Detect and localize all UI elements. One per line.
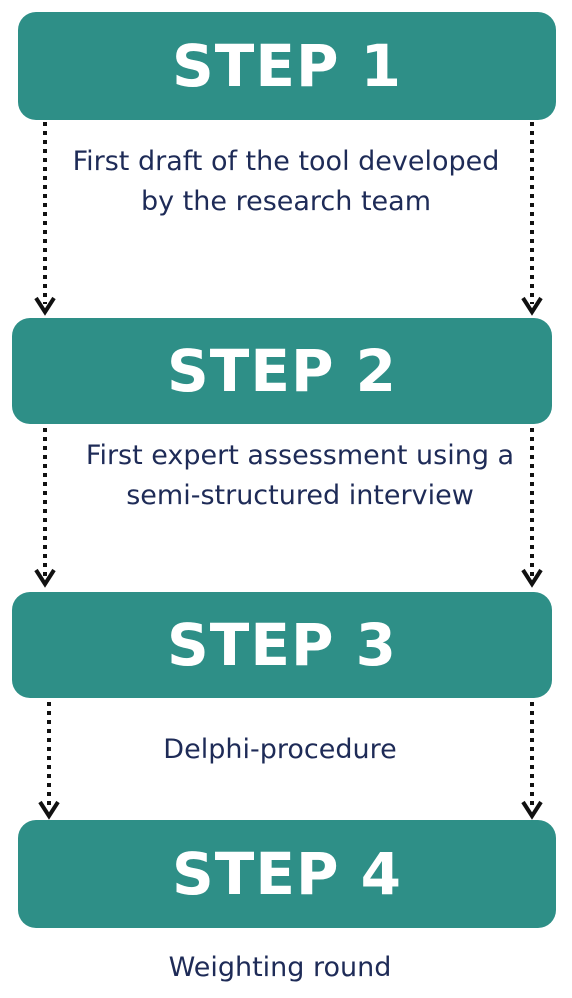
dotted-arrow-left-2 [33, 428, 57, 590]
step-1-description: First draft of the tool developed by the… [72, 146, 500, 217]
step-4-box: STEP 4 [18, 820, 556, 928]
dotted-arrow-right-2 [520, 428, 544, 590]
dotted-arrow-right-1 [520, 122, 544, 318]
step-1-label: STEP 1 [171, 32, 402, 100]
step-2-description: First expert assessment using a semi-str… [85, 440, 515, 511]
step-2-box: STEP 2 [12, 318, 552, 424]
step-4-label: STEP 4 [171, 840, 402, 908]
dotted-arrow-left-1 [33, 122, 57, 318]
step-1-box: STEP 1 [18, 12, 556, 120]
step-4-description: Weighting round [168, 952, 392, 983]
step-3-description: Delphi-procedure [163, 734, 397, 765]
step-3-label: STEP 3 [166, 611, 397, 679]
dotted-arrow-right-3 [520, 702, 544, 822]
step-3-box: STEP 3 [12, 592, 552, 698]
step-2-label: STEP 2 [166, 337, 397, 405]
dotted-arrow-left-3 [37, 702, 61, 822]
